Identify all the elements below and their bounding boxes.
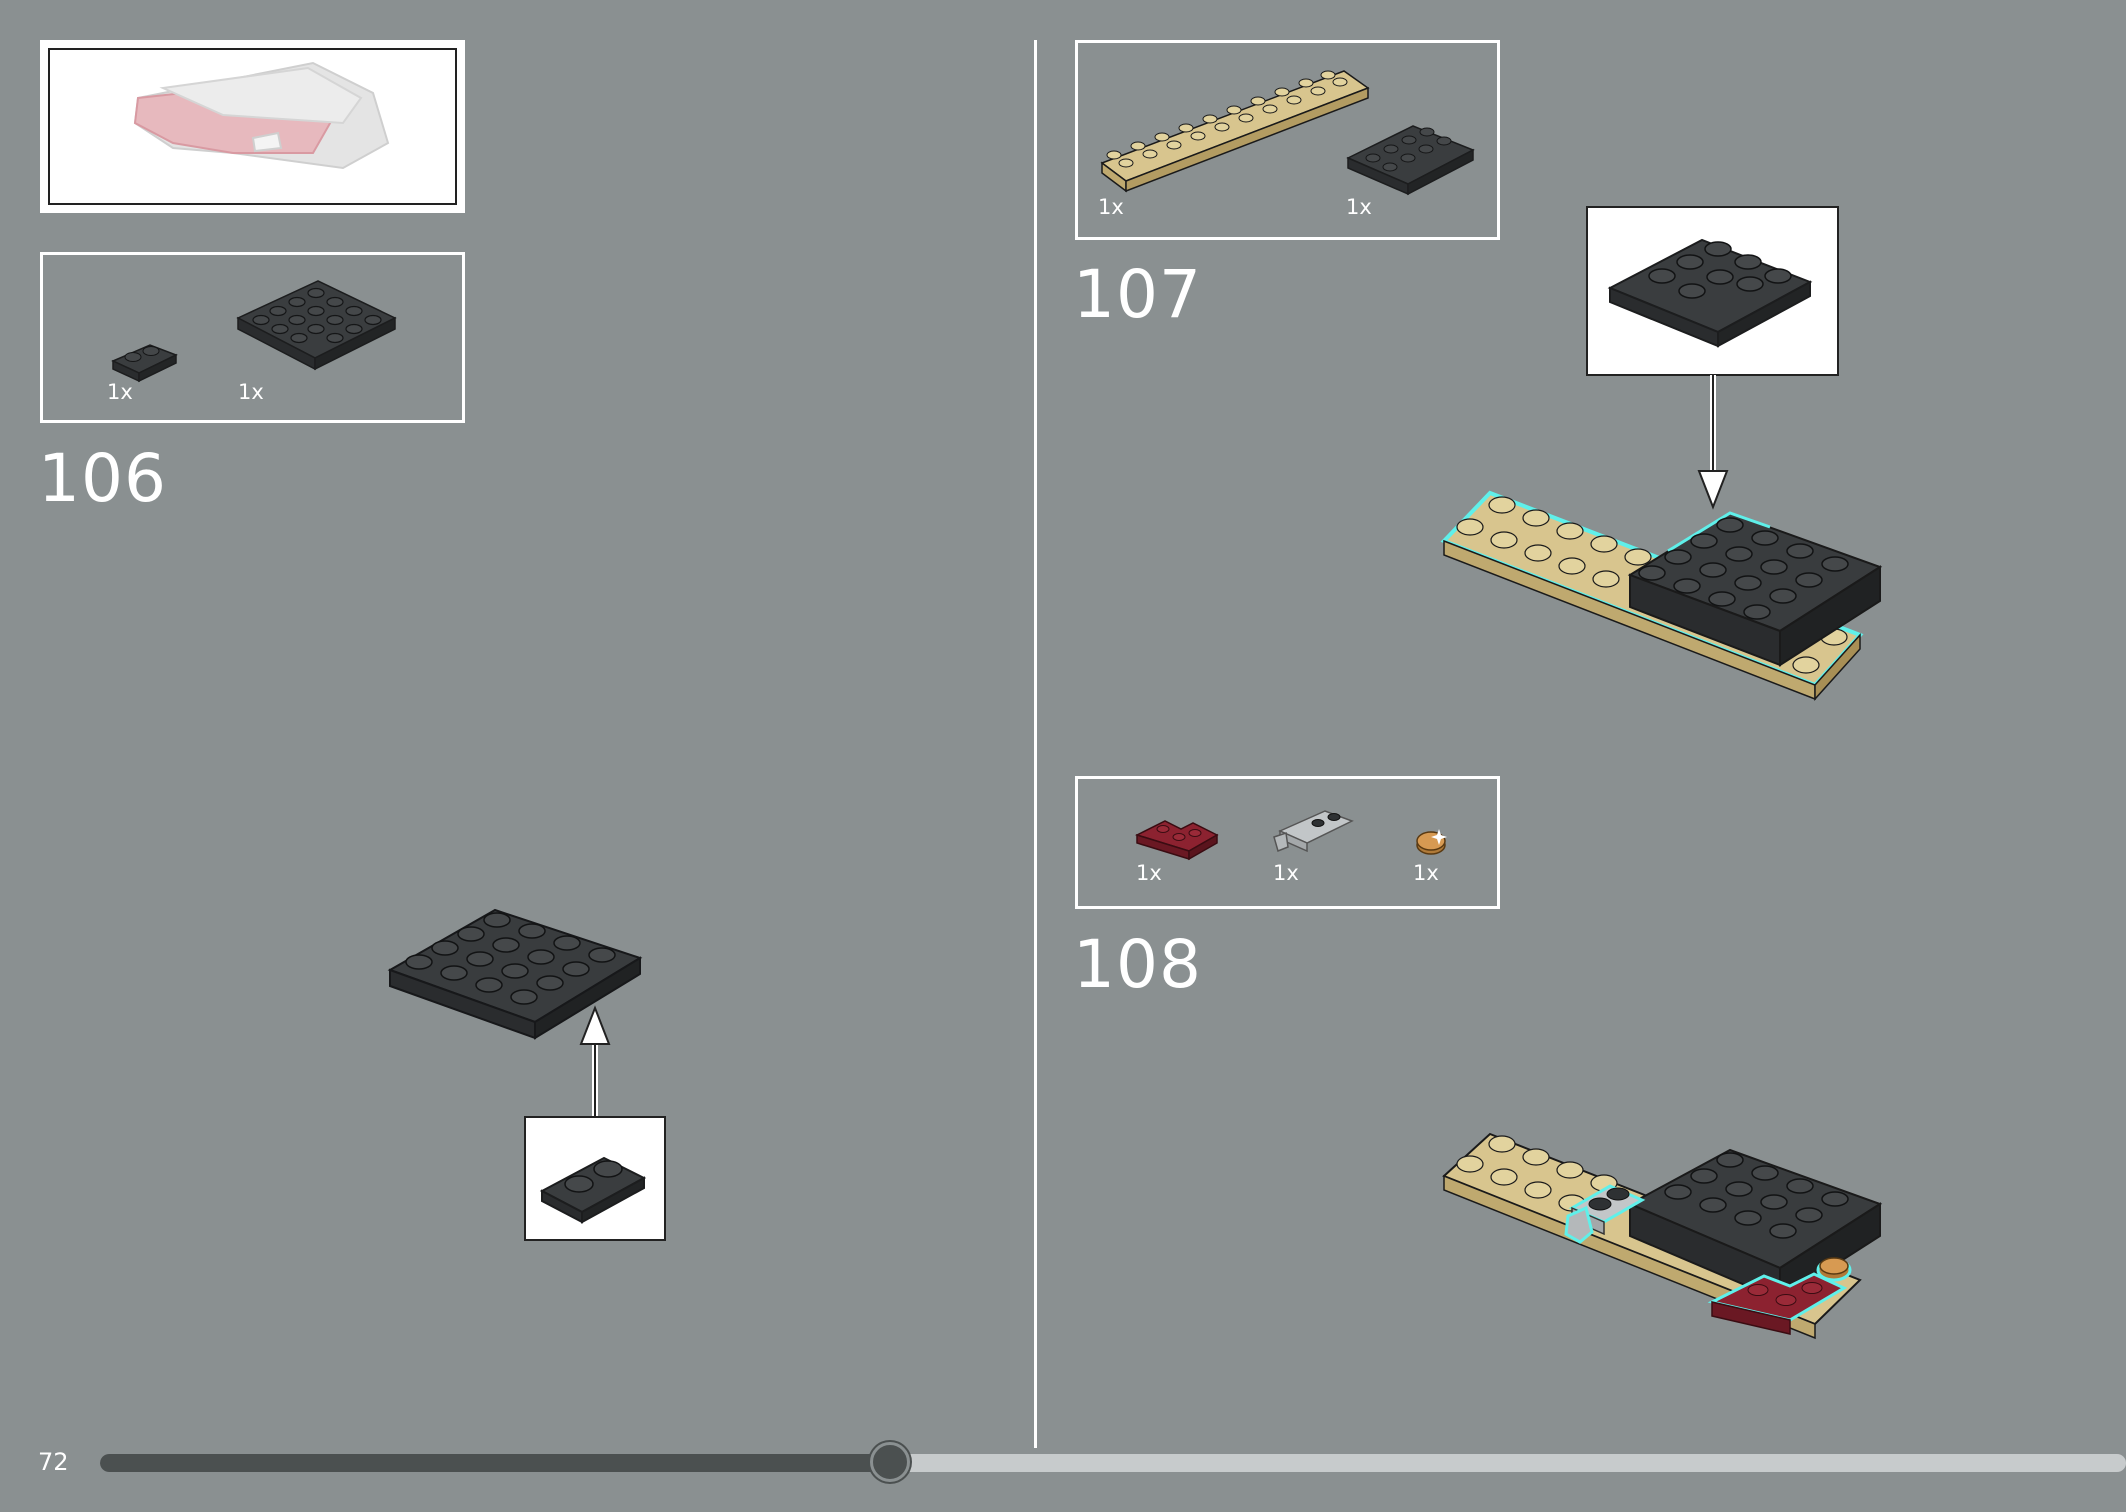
tan-plate-2x10-icon bbox=[1100, 70, 1370, 193]
part-qty: 1x bbox=[1346, 195, 1372, 219]
arrow-up-icon bbox=[579, 1005, 611, 1118]
page-divider bbox=[1034, 40, 1037, 1448]
black-plate-1x2-icon bbox=[539, 1156, 647, 1224]
parts-list-step-107: 1x 1x bbox=[1075, 40, 1500, 240]
part-callout-box bbox=[524, 1116, 666, 1241]
part-callout-box bbox=[1586, 206, 1839, 376]
build-tan-black-assembly-illustration bbox=[1440, 490, 1883, 701]
part-qty: 1x bbox=[1098, 195, 1124, 219]
page-number: 72 bbox=[38, 1448, 69, 1476]
part-qty: 1x bbox=[238, 380, 264, 404]
part-qty: 1x bbox=[1136, 861, 1162, 885]
part-qty: 1x bbox=[1413, 861, 1439, 885]
black-plate-1x2-icon bbox=[111, 344, 178, 383]
black-plate-4x4-icon bbox=[236, 280, 397, 371]
pearl-gold-round-tile-icon bbox=[1416, 829, 1447, 855]
subassembly-ghost-image bbox=[133, 61, 390, 170]
part-qty: 1x bbox=[1273, 861, 1299, 885]
parts-list-step-106: 1x 1x bbox=[40, 252, 465, 423]
gray-clip-plate-icon bbox=[1273, 810, 1354, 853]
part-qty: 1x bbox=[107, 380, 133, 404]
build-step-108-assembly-illustration bbox=[1442, 1132, 1883, 1340]
dark-red-corner-plate-icon bbox=[1134, 820, 1219, 861]
black-plate-2x4-icon bbox=[1346, 125, 1475, 196]
step-number: 107 bbox=[1073, 256, 1202, 333]
black-plate-2x4-icon bbox=[1607, 238, 1813, 348]
progress-fill bbox=[100, 1454, 891, 1472]
step-number: 106 bbox=[38, 440, 167, 517]
subassembly-callout bbox=[40, 40, 465, 213]
step-number: 108 bbox=[1073, 926, 1202, 1003]
progress-slider-handle[interactable] bbox=[870, 1442, 911, 1482]
arrow-down-icon bbox=[1697, 375, 1729, 510]
parts-list-step-108: 1x 1x 1x bbox=[1075, 776, 1500, 909]
build-4x4-plate-illustration bbox=[387, 908, 643, 1040]
